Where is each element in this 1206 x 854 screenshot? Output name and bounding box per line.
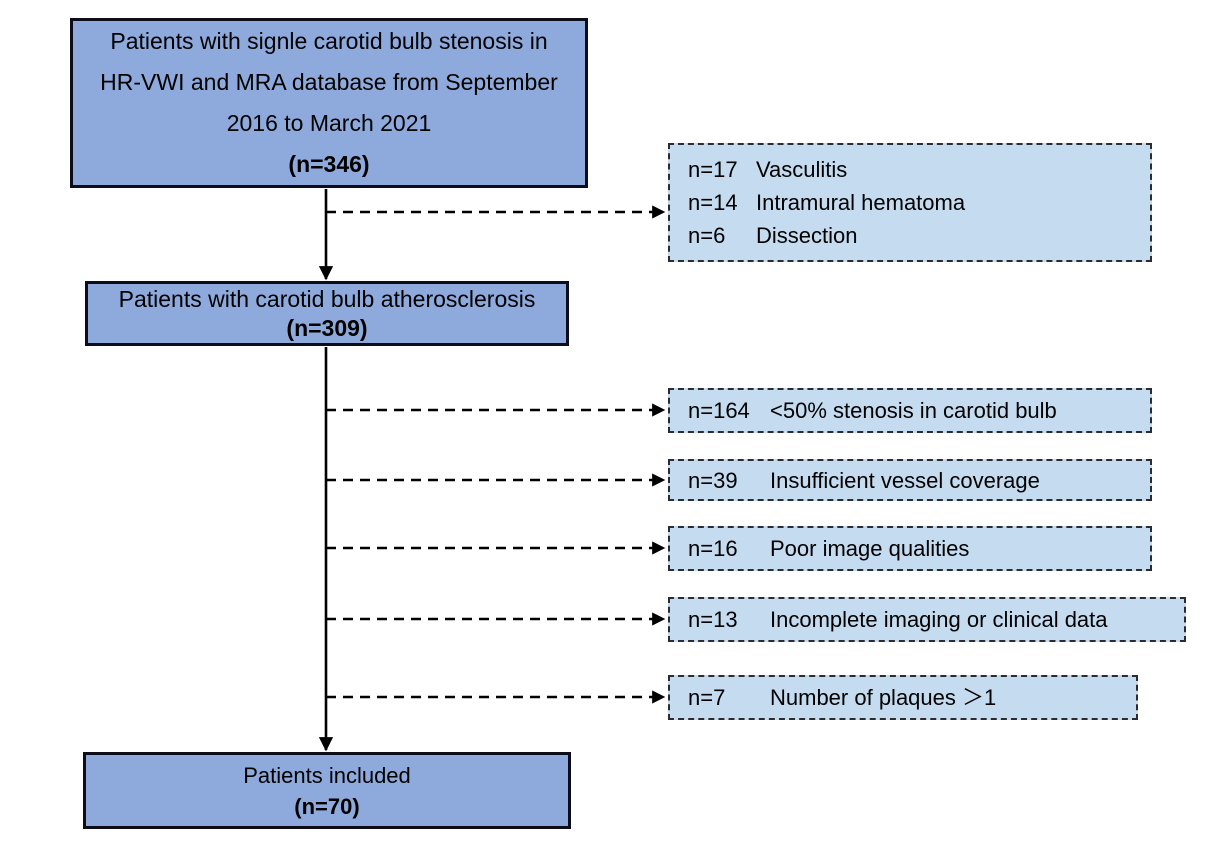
exclusion-reason: Insufficient vessel coverage bbox=[770, 467, 1040, 493]
node-atherosclerosis-count: (n=309) bbox=[286, 314, 368, 341]
exclusion-row: n=16 Poor image qualities bbox=[688, 532, 1150, 565]
exclusion-row: n=13 Incomplete imaging or clinical data bbox=[688, 603, 1184, 636]
exclusion-row: n=6 Dissection bbox=[688, 219, 1150, 252]
node-source-cohort-line-1: Patients with signle carotid bulb stenos… bbox=[110, 28, 548, 54]
exclusion-box-image-quality: n=16 Poor image qualities bbox=[668, 526, 1152, 571]
node-patients-included: Patients included (n=70) bbox=[83, 752, 571, 829]
exclusion-reason: Number of plaques ＞1 bbox=[770, 685, 997, 710]
node-source-cohort-line-2: HR-VWI and MRA database from September bbox=[100, 69, 558, 95]
exclusion-reason: Dissection bbox=[756, 223, 858, 248]
exclusion-reason: Intramural hematoma bbox=[756, 190, 966, 215]
exclusion-row: n=39 Insufficient vessel coverage bbox=[688, 464, 1150, 497]
exclusion-box-multiple-plaques: n=7 Number of plaques ＞1 bbox=[668, 675, 1138, 720]
exclusion-count: n=39 bbox=[688, 467, 738, 493]
exclusion-reason: <50% stenosis in carotid bulb bbox=[770, 398, 1057, 423]
node-included-line-1: Patients included bbox=[243, 762, 411, 788]
exclusion-row: n=164 <50% stenosis in carotid bulb bbox=[688, 394, 1150, 427]
exclusion-box-initial: n=17 Vasculitis n=14 Intramural hematoma… bbox=[668, 143, 1152, 262]
exclusion-count: n=17 bbox=[688, 157, 738, 182]
node-source-cohort: Patients with signle carotid bulb stenos… bbox=[70, 18, 588, 188]
exclusion-count: n=14 bbox=[688, 190, 738, 215]
exclusion-box-incomplete-data: n=13 Incomplete imaging or clinical data bbox=[668, 597, 1186, 642]
exclusion-reason: Poor image qualities bbox=[770, 536, 970, 561]
exclusion-reason: Incomplete imaging or clinical data bbox=[770, 607, 1108, 632]
node-atherosclerosis-line-1: Patients with carotid bulb atheroscleros… bbox=[118, 285, 536, 312]
exclusion-row: n=17 Vasculitis bbox=[688, 153, 1150, 186]
exclusion-count: n=16 bbox=[688, 536, 738, 561]
exclusion-count: n=6 bbox=[688, 223, 726, 248]
exclusion-reason: Vasculitis bbox=[756, 157, 848, 182]
exclusion-row: n=14 Intramural hematoma bbox=[688, 186, 1150, 219]
exclusion-row: n=7 Number of plaques ＞1 bbox=[688, 681, 1136, 714]
exclusion-box-stenosis: n=164 <50% stenosis in carotid bulb bbox=[668, 388, 1152, 433]
node-source-cohort-count: (n=346) bbox=[288, 151, 370, 177]
exclusion-count: n=7 bbox=[688, 685, 726, 710]
exclusion-count: n=13 bbox=[688, 607, 738, 632]
node-carotid-bulb-atherosclerosis: Patients with carotid bulb atheroscleros… bbox=[85, 281, 569, 346]
node-included-count: (n=70) bbox=[294, 793, 360, 819]
exclusion-box-vessel-coverage: n=39 Insufficient vessel coverage bbox=[668, 459, 1152, 501]
exclusion-count: n=164 bbox=[688, 398, 750, 423]
node-source-cohort-line-3: 2016 to March 2021 bbox=[226, 110, 432, 136]
